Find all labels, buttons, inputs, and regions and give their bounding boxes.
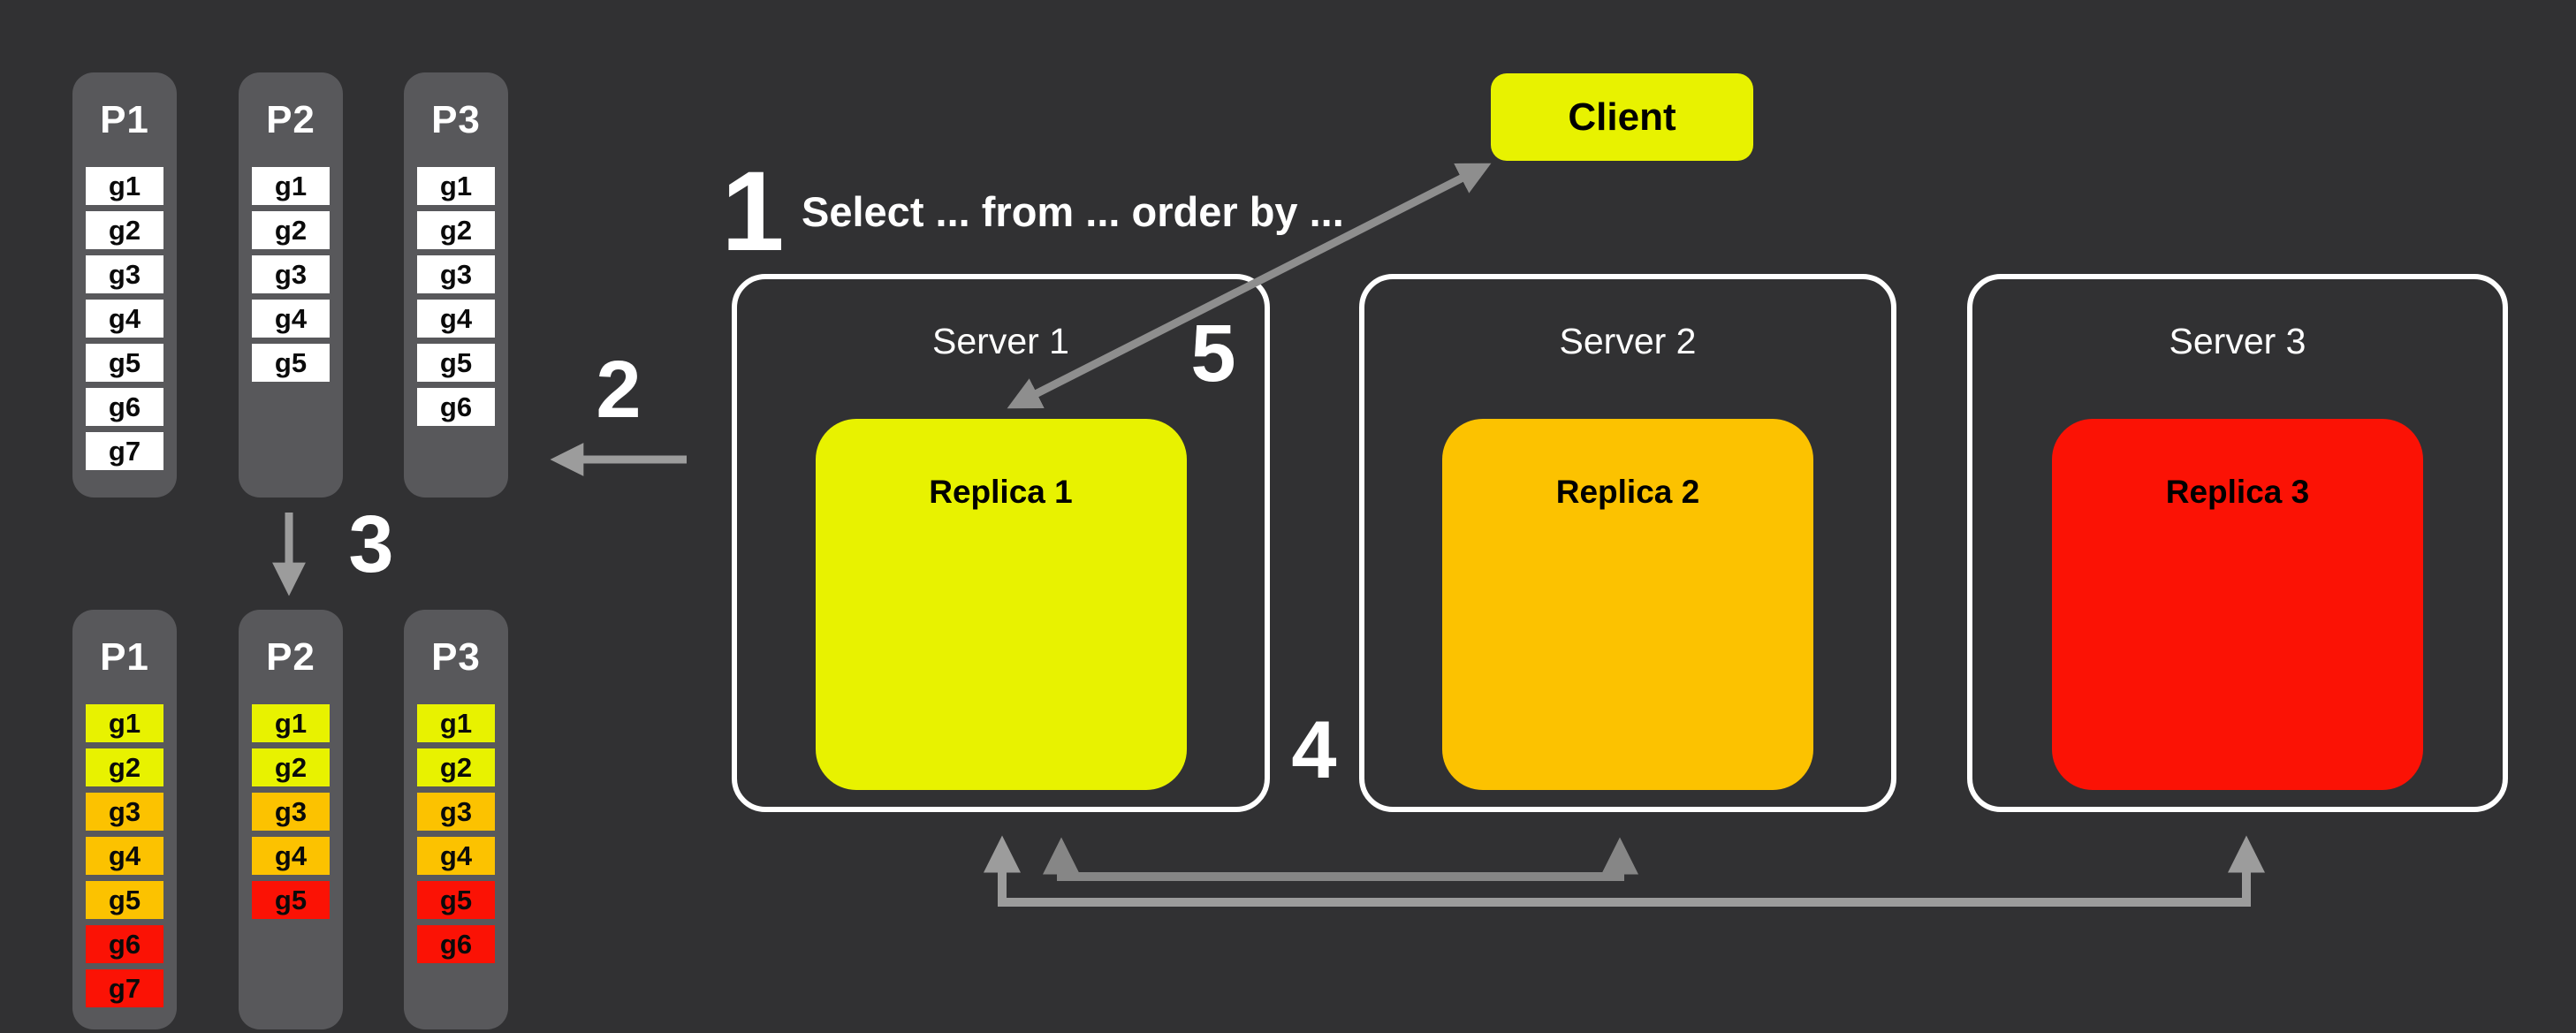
- partition-title: P2: [266, 97, 315, 141]
- partition-cells: g1 g2 g3 g4 g5 g6 g7: [72, 167, 177, 470]
- partition-title: P3: [431, 634, 481, 679]
- partition-cell: g5: [252, 881, 330, 919]
- partition-cells: g1 g2 g3 g4 g5 g6 g7: [72, 704, 177, 1007]
- partition-cell: g4: [417, 300, 495, 338]
- server-3-box: Server 3 Replica 3: [1967, 274, 2508, 812]
- partition-cell: g3: [417, 793, 495, 831]
- partition-cell: g2: [86, 211, 163, 249]
- client-box: Client: [1491, 73, 1753, 161]
- replica-title: Replica 3: [2165, 474, 2310, 510]
- partition-cell: g1: [417, 167, 495, 205]
- partition-cell: g5: [417, 881, 495, 919]
- partition-cell: g5: [86, 881, 163, 919]
- partition-cell: g1: [252, 167, 330, 205]
- partition-cell: g1: [86, 167, 163, 205]
- server-title: Server 3: [2169, 321, 2306, 361]
- partition-cell: g4: [417, 837, 495, 875]
- replica-title: Replica 1: [929, 474, 1073, 510]
- partition-cell: g3: [86, 255, 163, 293]
- step-4-label: 4: [1291, 705, 1337, 795]
- server-1-box: Server 1 Replica 1: [732, 274, 1270, 812]
- partition-cell: g2: [86, 748, 163, 786]
- partition-cells: g1 g2 g3 g4 g5: [239, 704, 343, 919]
- partition-cell: g6: [86, 388, 163, 426]
- partition-sorted-p3: P3 g1 g2 g3 g4 g5 g6: [404, 610, 508, 1029]
- step-2-label: 2: [596, 345, 642, 435]
- partition-title: P1: [100, 634, 149, 679]
- partition-sorted-p1: P1 g1 g2 g3 g4 g5 g6 g7: [72, 610, 177, 1029]
- partition-cell: g3: [252, 255, 330, 293]
- query-text: Select ... from ... order by ...: [802, 188, 1344, 235]
- partition-cell: g6: [86, 925, 163, 963]
- replica-2-box: Replica 2: [1442, 419, 1813, 790]
- partition-cell: g6: [417, 925, 495, 963]
- partition-cell: g2: [252, 211, 330, 249]
- step-5-label: 5: [1190, 308, 1236, 399]
- partition-cell: g1: [86, 704, 163, 742]
- step-1-label: 1: [721, 148, 785, 275]
- partition-title: P2: [266, 634, 315, 679]
- replication-arrow-server1-server3: [984, 835, 2265, 907]
- partition-title: P3: [431, 97, 481, 141]
- replica-1-box: Replica 1: [815, 419, 1187, 790]
- partition-cell: g5: [252, 344, 330, 382]
- partition-unsorted-p3: P3 g1 g2 g3 g4 g5 g6: [404, 72, 508, 498]
- partition-cell: g7: [86, 432, 163, 470]
- partition-cell: g4: [252, 300, 330, 338]
- partition-cell: g3: [252, 793, 330, 831]
- partition-cells: g1 g2 g3 g4 g5 g6: [404, 167, 508, 426]
- partition-cell: g1: [252, 704, 330, 742]
- partition-unsorted-p2: P2 g1 g2 g3 g4 g5: [239, 72, 343, 498]
- partition-cells: g1 g2 g3 g4 g5: [239, 167, 343, 382]
- partition-cell: g1: [417, 704, 495, 742]
- partition-cell: g4: [252, 837, 330, 875]
- partition-cell: g3: [86, 793, 163, 831]
- partition-cell: g3: [417, 255, 495, 293]
- partition-cell: g6: [417, 388, 495, 426]
- partition-unsorted-p1: P1 g1 g2 g3 g4 g5 g6 g7: [72, 72, 177, 498]
- partition-cell: g2: [417, 748, 495, 786]
- partition-sorted-p2: P2 g1 g2 g3 g4 g5: [239, 610, 343, 1029]
- replica-title: Replica 2: [1555, 474, 1700, 510]
- server-2-box: Server 2 Replica 2: [1359, 274, 1896, 812]
- partition-cell: g2: [252, 748, 330, 786]
- partition-cell: g4: [86, 300, 163, 338]
- partition-cell: g5: [417, 344, 495, 382]
- replica-3-box: Replica 3: [2052, 419, 2423, 790]
- partition-cell: g7: [86, 969, 163, 1007]
- partition-cells: g1 g2 g3 g4 g5 g6: [404, 704, 508, 963]
- partition-cell: g4: [86, 837, 163, 875]
- step-3-label: 3: [348, 499, 394, 589]
- partition-title: P1: [100, 97, 149, 141]
- replication-arrow-server1-server2: [1043, 837, 1638, 881]
- server-title: Server 2: [1559, 321, 1697, 361]
- partition-cell: g5: [86, 344, 163, 382]
- partition-cell: g2: [417, 211, 495, 249]
